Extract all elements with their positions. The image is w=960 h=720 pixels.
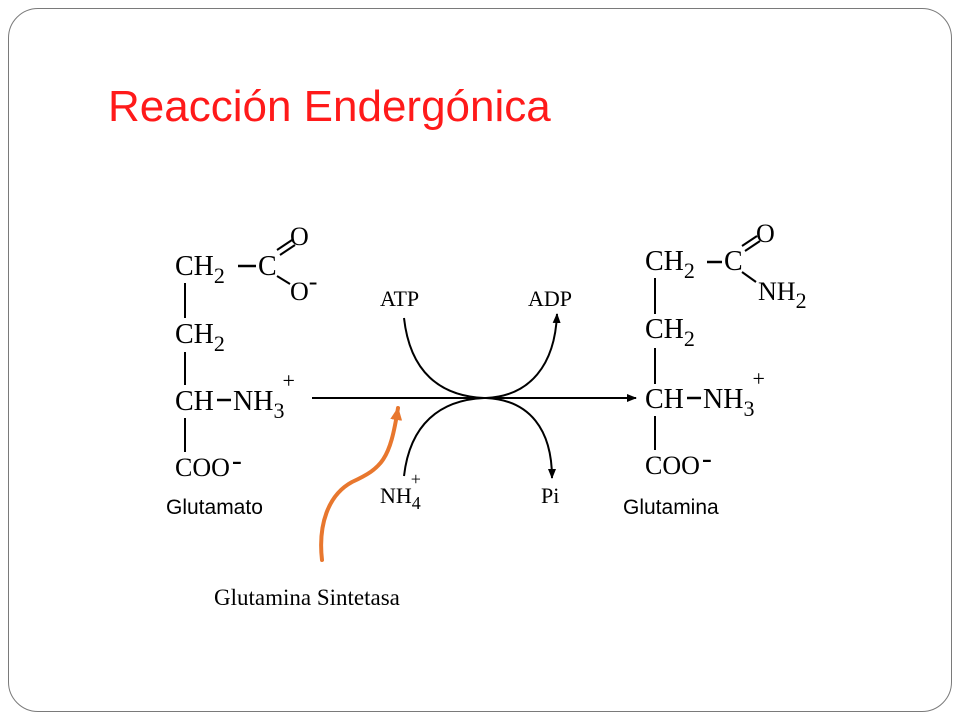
pi-out-arc (485, 397, 556, 479)
reactant-glutamato: CH2 C O O- CH2 CH NH3+ COO- Glutamato (166, 222, 317, 519)
atp-label: ATP (380, 286, 419, 311)
slide-title: Reacción Endergónica (108, 82, 551, 131)
glutamina-label: Glutamina (623, 496, 719, 519)
atp-in-arc (403, 317, 485, 399)
glutamina-carbonyl-c: C (724, 246, 743, 277)
pi-label: Pi (541, 483, 559, 508)
glutamina-ch2-2: CH2 (645, 314, 695, 351)
glutamato-carboxylate-o: O- (290, 267, 317, 306)
bond-c-o-double-2 (279, 244, 296, 256)
glutamato-carbonyl-c: C (258, 251, 277, 282)
bond-c-nh2 (741, 271, 757, 283)
glutamato-amino-group: NH3+ (233, 368, 295, 423)
glutamato-ch2-2: CH2 (175, 319, 225, 356)
adp-label: ADP (528, 286, 572, 311)
reaction-arrows: ATP ADP NH4+ Pi (312, 286, 637, 513)
glutamato-carbonyl-o: O (290, 222, 309, 251)
glutamina-alpha-ch: CH (645, 384, 684, 415)
bond-c-ominus (276, 275, 291, 285)
slide-frame (8, 8, 952, 712)
adp-out-arc (485, 313, 561, 399)
glutamato-coo: COO- (175, 444, 242, 482)
enzyme-pointer-arrow (319, 406, 403, 562)
nh4-in-arc (403, 397, 485, 477)
product-glutamina: CH2 C O NH2 CH2 CH NH3+ COO- Glutamina (623, 219, 807, 519)
glutamina-amino-group: NH3+ (703, 366, 765, 421)
glutamina-carbonyl-o: O (756, 219, 775, 248)
glutamato-alpha-ch: CH (175, 386, 214, 417)
bond-c-o-double-product-1 (741, 235, 758, 247)
bond-c-o-double-product-2 (744, 240, 761, 252)
glutamina-amide-nh2: NH2 (758, 277, 807, 313)
enzyme-label: Glutamina Sintetasa (214, 585, 400, 610)
bond-c-o-double-1 (276, 239, 293, 251)
glutamina-ch2-1: CH2 (645, 246, 695, 283)
ammonium-label: NH4+ (380, 469, 421, 513)
glutamina-coo: COO- (645, 442, 712, 480)
glutamato-label: Glutamato (166, 496, 263, 519)
glutamato-ch2-1: CH2 (175, 251, 225, 288)
